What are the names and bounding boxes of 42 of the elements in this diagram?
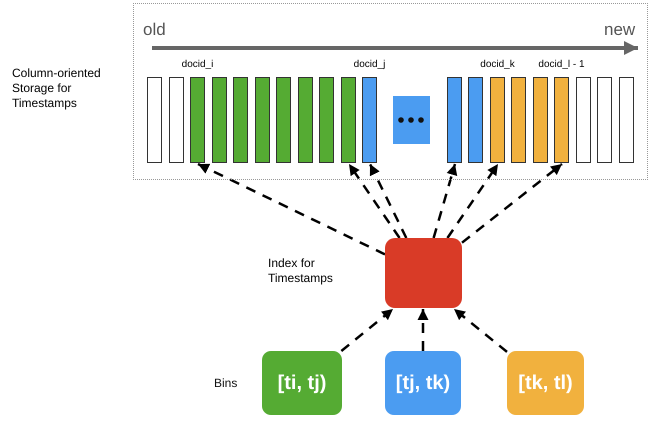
bin-card: [tj, tk) [385,351,461,415]
storage-column [147,77,162,163]
arrow [368,163,408,239]
arrow [197,162,386,256]
storage-column [597,77,612,163]
storage-column [447,77,462,163]
bin-card: [tk, tl) [507,351,584,415]
column-label: docid_l - 1 [537,59,586,70]
column-label: docid_k [479,59,516,70]
storage-column [190,77,205,163]
storage-column [276,77,291,163]
storage-column [298,77,313,163]
storage-column [362,77,377,163]
arrow [446,163,500,239]
storage-column [169,77,184,163]
arrow [348,163,401,239]
arrow [453,308,508,353]
storage-column [468,77,483,163]
index-title: Index for Timestamps [268,256,334,286]
storage-column [233,77,248,163]
storage-column [554,77,569,163]
storage-column [511,77,526,163]
arrow [418,309,428,351]
arrow [461,163,563,244]
arrow [432,164,458,238]
storage-column [490,77,505,163]
storage-column [319,77,334,163]
time-label: new [604,20,636,40]
ellipsis-block [393,96,430,144]
storage-column [619,77,634,163]
group-label: Bins [214,376,238,390]
storage-column [533,77,548,163]
storage-column [341,77,356,163]
storage-column [212,77,227,163]
arrow [340,308,394,352]
column-label: docid_j [352,59,386,70]
storage-column [255,77,270,163]
time-label: old [143,20,166,40]
storage-title: Column-oriented Storage for Timestamps [12,66,102,111]
storage-column [576,77,591,163]
column-label: docid_i [180,59,214,70]
bin-card: [ti, tj) [262,351,342,415]
